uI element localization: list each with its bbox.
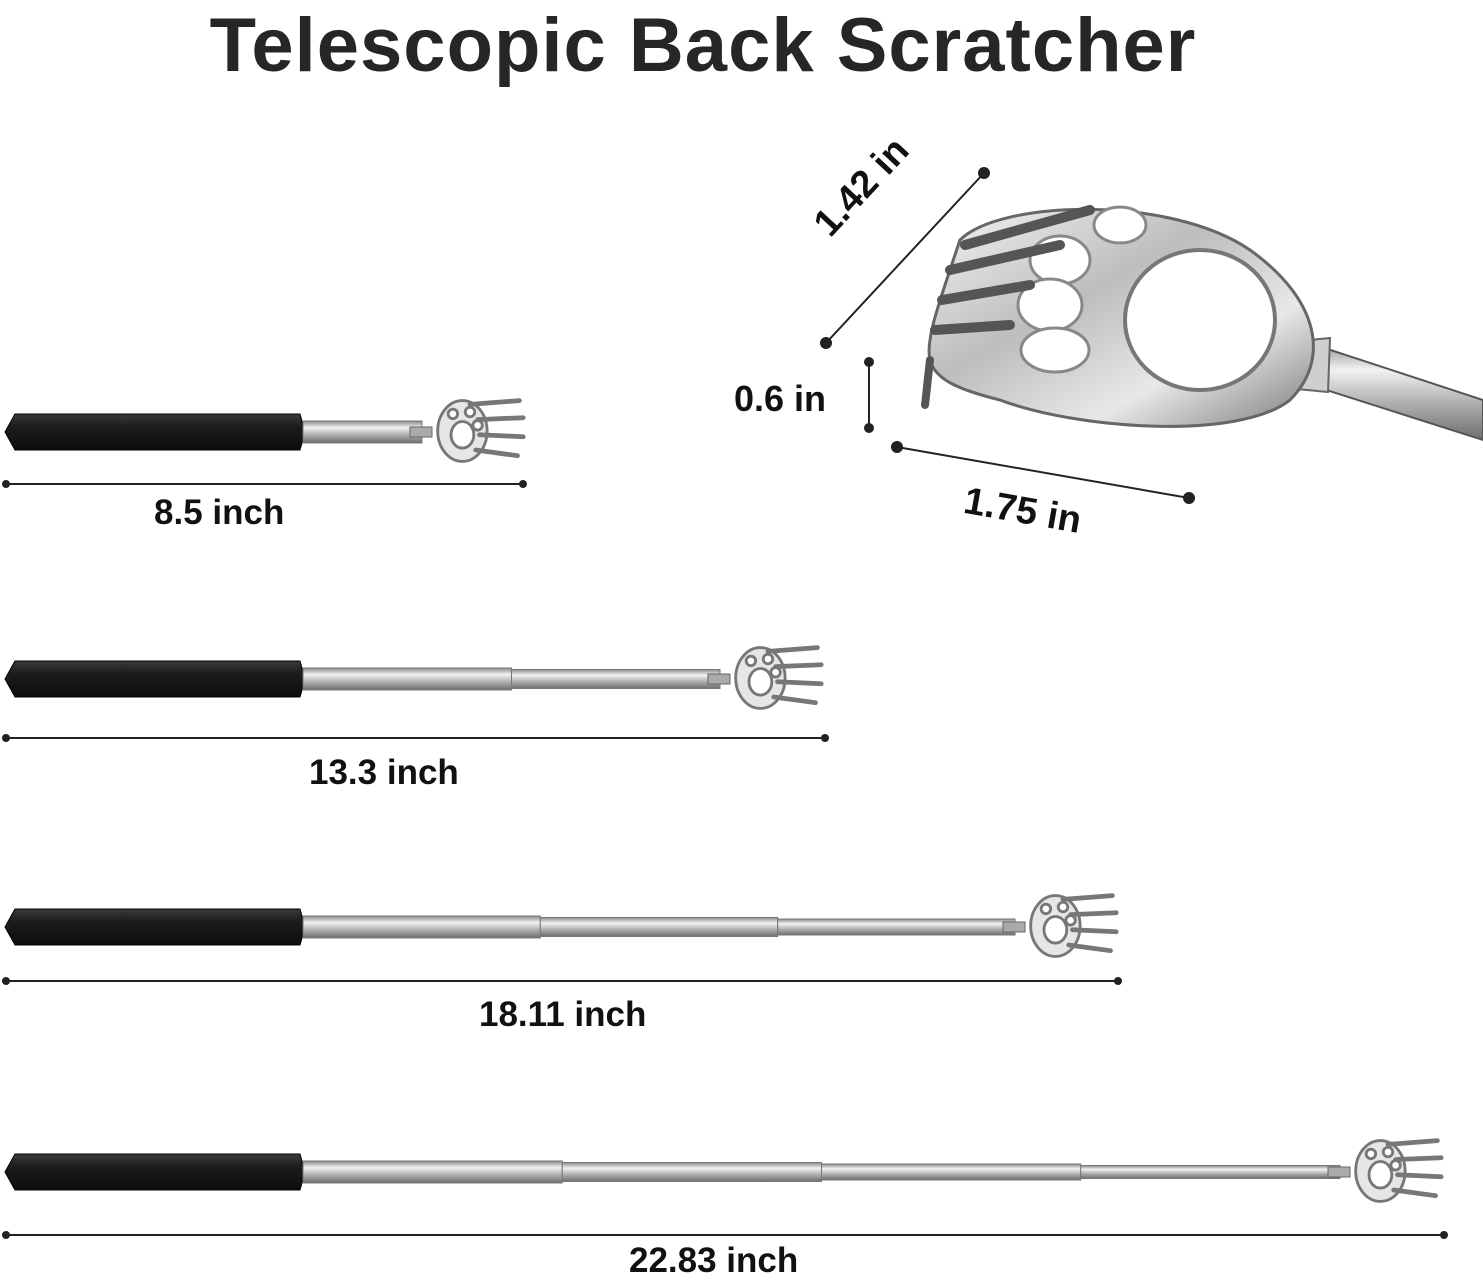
shaft-segment [302, 915, 541, 939]
length-label-1: 8.5 inch [154, 493, 285, 532]
claw-thickness-label: 0.6 in [734, 378, 827, 419]
handle [4, 1153, 304, 1191]
measure-start-dot [2, 977, 10, 985]
shaft-segment [821, 1163, 1082, 1181]
length-label-3: 18.11 inch [479, 995, 647, 1034]
measure-start-dot [2, 734, 10, 742]
claw-closeup [921, 205, 1483, 442]
spring-collar [1002, 921, 1026, 933]
shaft-segment [1080, 1165, 1341, 1179]
length-label-4: 22.83 inch [629, 1241, 799, 1280]
claw-icon [438, 401, 524, 462]
shaft-segment [561, 1162, 822, 1182]
length-label-2: 13.3 inch [309, 753, 459, 792]
scratcher-4 [2, 1141, 1448, 1239]
measure-start-dot [2, 480, 10, 488]
spring-collar [1327, 1166, 1351, 1178]
scratcher-1 [2, 401, 527, 488]
claw-icon [1031, 896, 1117, 957]
shaft-segment [302, 1160, 563, 1184]
claw-icon [736, 648, 822, 709]
shaft-segment [511, 669, 721, 689]
handle [4, 660, 304, 698]
measure-end-dot [1114, 977, 1122, 985]
shaft-segment [539, 917, 779, 937]
claw-icon [1356, 1141, 1442, 1202]
measure-end-dot [1440, 1231, 1448, 1239]
measure-end-dot [821, 734, 829, 742]
handle [4, 413, 304, 451]
spring-collar [409, 426, 433, 438]
shaft-segment [777, 918, 1016, 936]
shaft-segment [302, 420, 423, 444]
scratcher-3 [2, 896, 1122, 985]
measure-start-dot [2, 1231, 10, 1239]
scratcher-2 [2, 648, 829, 742]
handle [4, 908, 304, 946]
spring-collar [707, 673, 731, 685]
page-title: Telescopic Back Scratcher [209, 3, 1197, 88]
shaft-segment [302, 667, 512, 691]
dimension-lines [820, 167, 1195, 504]
measure-end-dot [519, 480, 527, 488]
